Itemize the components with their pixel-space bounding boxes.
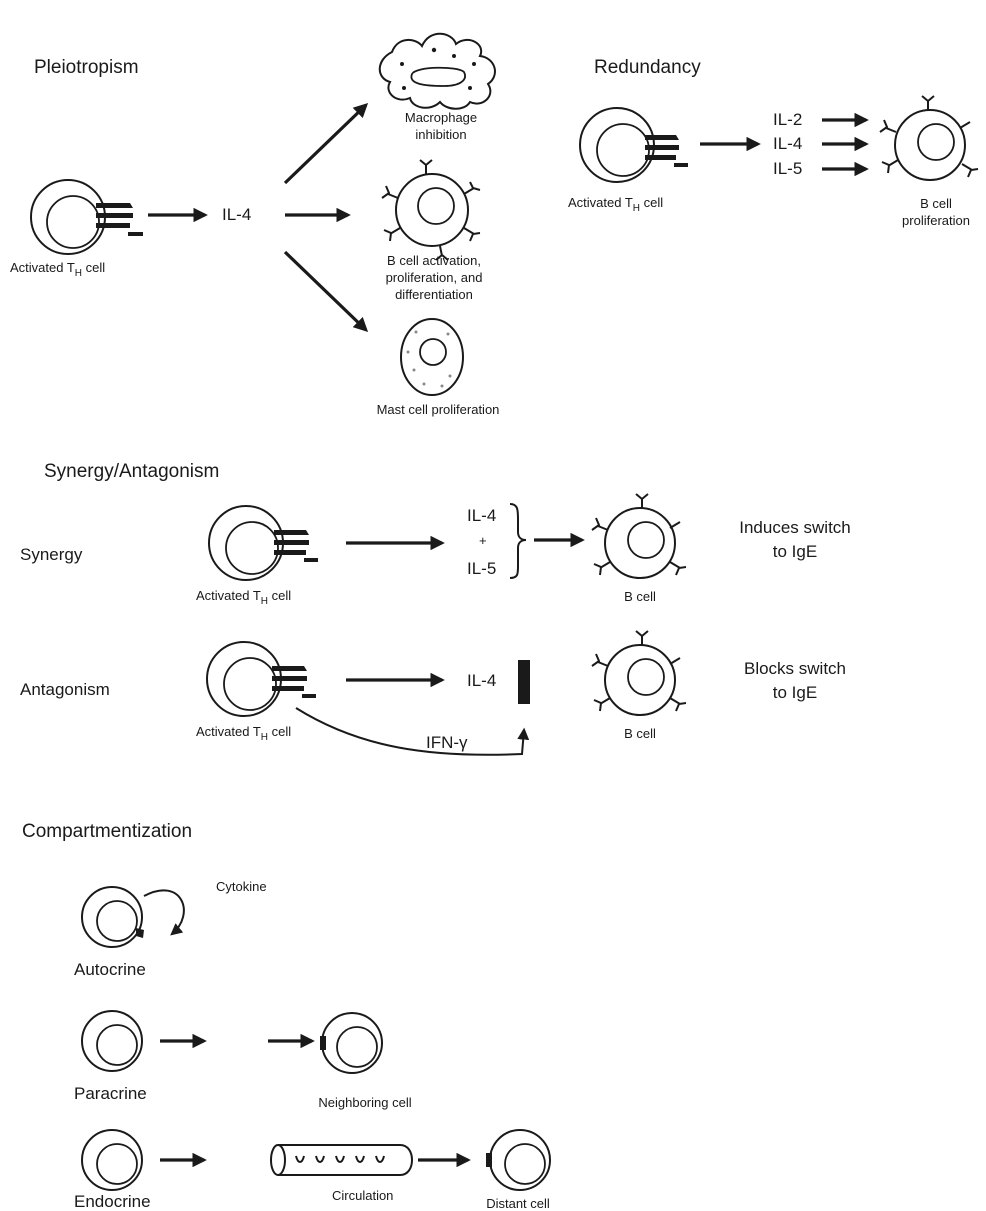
th-cell-label: Activated TH cell: [196, 724, 291, 743]
effect-line2: to IgE: [773, 683, 817, 702]
endocrine-source-cell: [81, 1129, 143, 1191]
macrophage-label-line1: Macrophage: [405, 110, 477, 125]
il5-label: IL-5: [773, 159, 802, 178]
endocrine-label: Endocrine: [74, 1192, 151, 1211]
th-cell: [579, 107, 688, 183]
bcell-activation-label-line2: proliferation, and: [386, 270, 483, 285]
ifn-gamma-label: IFN-γ: [426, 733, 468, 752]
ifn-gamma-arrow: [295, 707, 530, 756]
paracrine-source-cell: [81, 1010, 143, 1072]
il4-label: IL-4: [773, 134, 802, 153]
effect-line1: Blocks switch: [744, 659, 846, 678]
neighboring-cell-label: Neighboring cell: [318, 1095, 411, 1110]
il5-label: IL-5: [467, 559, 496, 578]
bcell-cell: [879, 95, 979, 181]
bcell-activation-cell: [381, 159, 481, 261]
autocrine-label: Autocrine: [74, 960, 146, 979]
pleiotropism-heading: Pleiotropism: [34, 57, 139, 78]
autocrine-arrow: [143, 889, 185, 936]
autocrine-cell: [81, 886, 144, 948]
th-cell-label: Activated TH cell: [196, 588, 291, 607]
th-cell: [206, 641, 316, 717]
bcell-cell: [591, 630, 687, 716]
distant-cell-label: Distant cell: [486, 1196, 550, 1211]
th-cell: [30, 179, 143, 255]
effect-line2: to IgE: [773, 542, 817, 561]
blood-vessel: [270, 1144, 414, 1176]
bcell-label: B cell: [624, 589, 656, 604]
plus-sign: +: [479, 533, 487, 548]
synergy-label: Synergy: [20, 545, 83, 564]
il4-label: IL-4: [467, 671, 496, 690]
macrophage-label-line2: inhibition: [415, 127, 466, 142]
th-cell: [208, 505, 318, 581]
block-bar: [518, 660, 530, 704]
antagonism-label: Antagonism: [20, 680, 110, 699]
synergy-antagonism-section: Synergy/Antagonism Synergy Activated TH …: [20, 461, 851, 756]
il2-label: IL-2: [773, 110, 802, 129]
il4-label: IL-4: [467, 506, 496, 525]
mast-cell-label: Mast cell proliferation: [377, 402, 500, 417]
compartmentization-section: Compartmentization Cytokine Autocrine Pa…: [22, 821, 551, 1211]
il4-label: IL-4: [222, 205, 251, 224]
bcell-label: B cell: [624, 726, 656, 741]
arrow-to-mastcell: [283, 250, 369, 332]
macrophage-cell: [378, 32, 496, 110]
synergy-antagonism-heading: Synergy/Antagonism: [44, 461, 219, 482]
grouping-brace: [509, 503, 527, 579]
compartmentization-heading: Compartmentization: [22, 821, 192, 842]
bcell-activation-label-line3: differentiation: [395, 287, 473, 302]
neighboring-cell: [320, 1012, 383, 1074]
pleiotropism-section: Pleiotropism Activated TH cell IL-4 Macr…: [10, 32, 500, 417]
effect-line1: Induces switch: [739, 518, 851, 537]
bcell-activation-label-line1: B cell activation,: [387, 253, 481, 268]
bcell-label-line2: proliferation: [902, 213, 970, 228]
paracrine-label: Paracrine: [74, 1084, 147, 1103]
bcell-cell: [591, 493, 687, 579]
circulation-label: Circulation: [332, 1188, 393, 1203]
mast-cell: [400, 318, 464, 396]
redundancy-section: Redundancy Activated TH cell IL-2 IL-4 I…: [568, 57, 979, 228]
bcell-label-line1: B cell: [920, 196, 952, 211]
th-cell-label: Activated TH cell: [10, 260, 105, 279]
cytokine-label: Cytokine: [216, 879, 267, 894]
distant-cell: [486, 1129, 551, 1191]
redundancy-heading: Redundancy: [594, 57, 701, 78]
th-cell-label: Activated TH cell: [568, 195, 663, 214]
arrow-to-macrophage: [283, 103, 369, 185]
